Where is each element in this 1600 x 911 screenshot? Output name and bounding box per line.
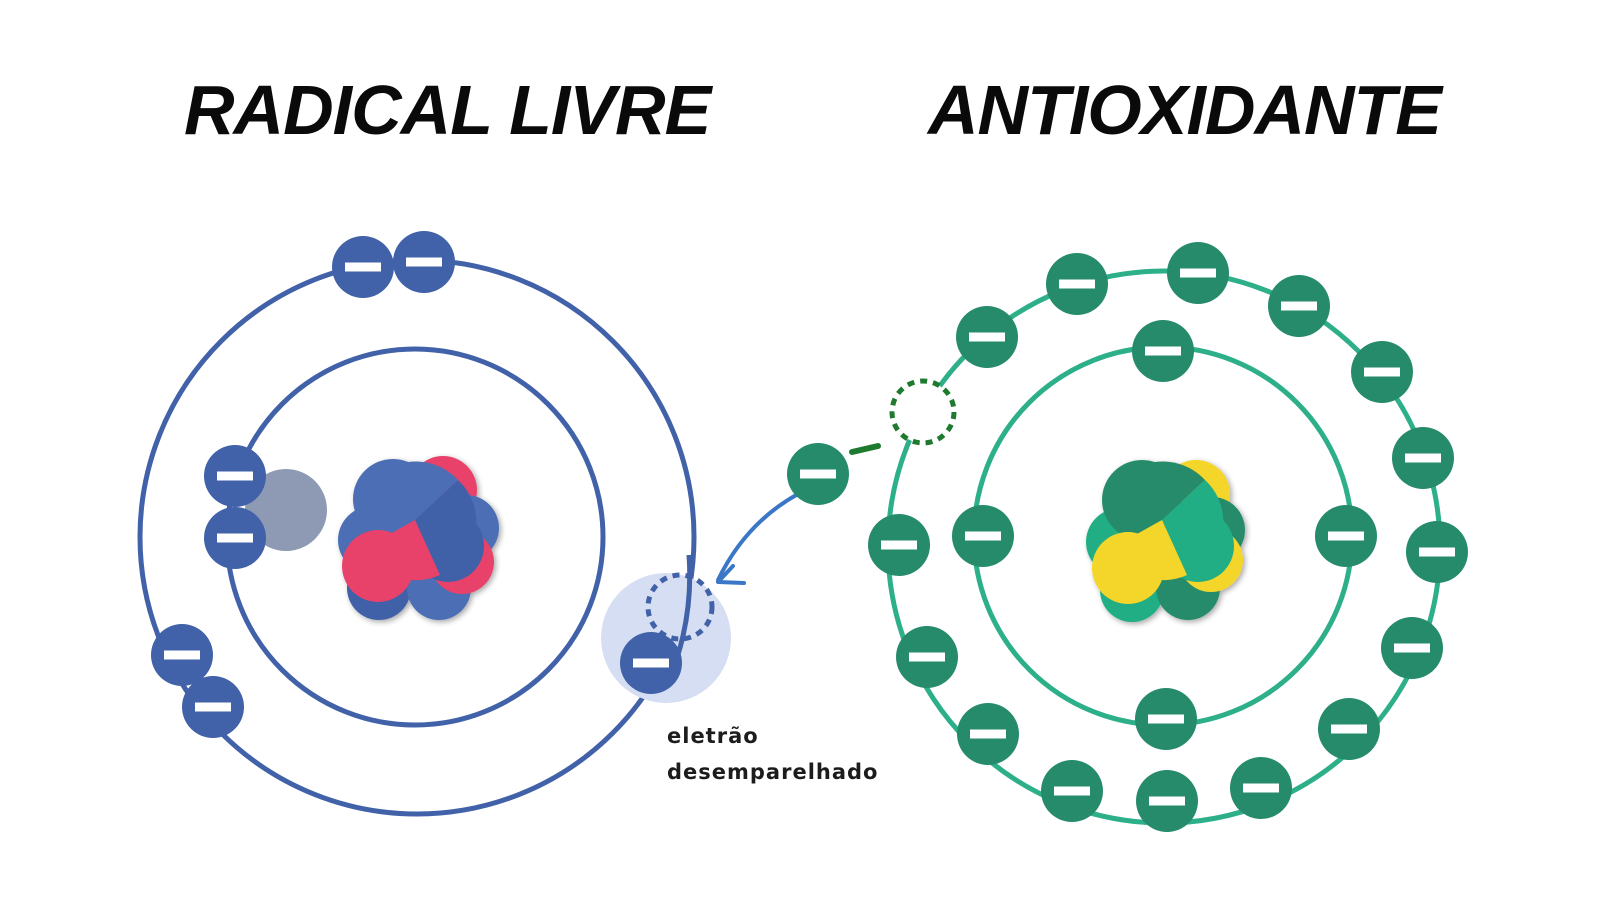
electron-icon	[868, 514, 930, 576]
electron-transfer	[716, 443, 881, 585]
electron-icon	[393, 231, 455, 293]
electron-icon	[1351, 341, 1413, 403]
electron-icon	[151, 624, 213, 686]
radical-nucleus	[338, 456, 499, 620]
antioxidant-nucleus	[1086, 460, 1245, 622]
electron-icon	[204, 507, 266, 569]
vacated-electron-slot-icon	[889, 378, 957, 446]
electron-icon	[1136, 770, 1198, 832]
electron-icon	[1381, 617, 1443, 679]
electron-icon	[182, 676, 244, 738]
radical-atom	[137, 231, 731, 817]
caption-line-2: desemparelhado	[667, 760, 879, 784]
electron-icon	[1392, 427, 1454, 489]
unpaired-electron-icon	[620, 632, 682, 694]
arrow-head-icon	[716, 564, 746, 585]
electron-icon	[956, 306, 1018, 368]
electron-icon	[957, 703, 1019, 765]
electron-icon	[1167, 242, 1229, 304]
electron-icon	[1230, 757, 1292, 819]
electron-icon	[1315, 505, 1377, 567]
title-antioxidante: ANTIOXIDANTE	[928, 71, 1442, 149]
antioxidant-atom	[868, 242, 1468, 832]
transfer-trail	[849, 443, 881, 455]
electron-icon	[1406, 521, 1468, 583]
electron-icon	[1135, 688, 1197, 750]
empty-electron-slot-icon	[645, 572, 715, 642]
donated-electron-icon	[787, 443, 849, 505]
electron-icon	[896, 626, 958, 688]
unpaired-electron-caption: eletrão desemparelhado	[667, 718, 878, 790]
electron-icon	[204, 445, 266, 507]
electron-icon	[332, 236, 394, 298]
electron-icon	[1318, 698, 1380, 760]
electron-icon	[952, 505, 1014, 567]
caption-line-1: eletrão	[667, 724, 759, 748]
gray-atom	[245, 469, 327, 551]
electron-icon	[1041, 760, 1103, 822]
transfer-arrow	[716, 492, 800, 582]
title-radical-livre: RADICAL LIVRE	[184, 71, 711, 149]
electron-icon	[1268, 275, 1330, 337]
electron-icon	[1046, 253, 1108, 315]
electron-icon	[1132, 320, 1194, 382]
